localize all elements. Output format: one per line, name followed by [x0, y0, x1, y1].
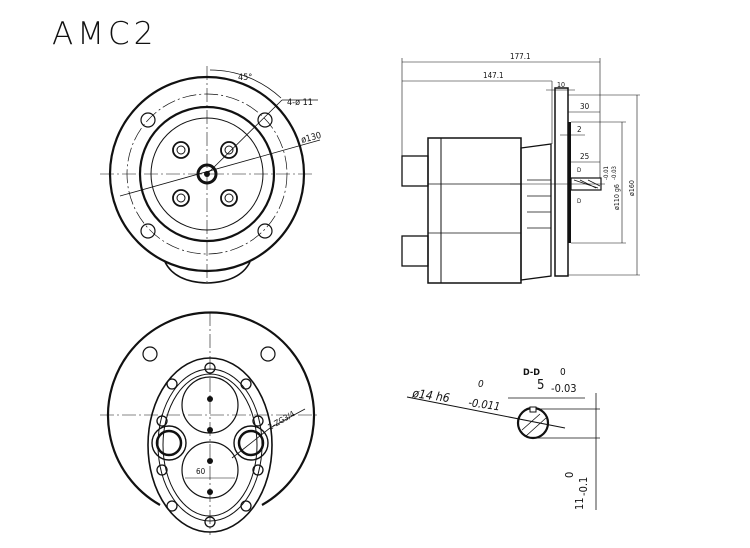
- overall-length-label: 177.1: [510, 52, 531, 61]
- height-tol-upper: 0: [563, 472, 576, 478]
- shaft-length-label: 30: [580, 102, 590, 111]
- section-mark-top: D: [577, 167, 581, 174]
- key-height-label: 11: [573, 497, 586, 510]
- port-label: 2-ZG3/4: [267, 409, 297, 432]
- shaft-diameter-label: ø14 h6: [411, 386, 451, 405]
- gear-lower: [181, 441, 239, 499]
- motor-body-outline: [164, 261, 251, 284]
- adapter: [520, 143, 552, 281]
- pilot-diameter-label: ø110 g6: [613, 184, 621, 210]
- pilot-tol-lower: -0.03: [611, 166, 618, 180]
- key-length-label: 25: [580, 152, 589, 161]
- key-tol-lower: -0.03: [551, 382, 577, 395]
- mounting-holes: [140, 112, 273, 239]
- drawing-title: AMC2: [52, 16, 158, 52]
- ports: [151, 425, 269, 461]
- section-view: D-D ø14 h6 0 -0.011 5 0 -0.03 11 0 -0.1: [406, 367, 600, 510]
- shaft-tol-upper: 0: [478, 379, 484, 390]
- height-tol-lower: -0.1: [577, 477, 590, 496]
- body-length-label: 147.1: [483, 71, 504, 80]
- side-view: 177.1 147.1 10 30 2 25 D D ø110 g6 -0.01…: [401, 52, 640, 284]
- hole-label: 4-ø 11: [287, 98, 313, 108]
- bolt-circle-label: ø130: [300, 131, 322, 146]
- angle-label: 45°: [238, 73, 252, 83]
- pilot-tol-upper: -0.01: [603, 166, 610, 180]
- flange-plate: [554, 87, 569, 277]
- pilot-depth-label: 2: [577, 125, 582, 134]
- motor-body: [427, 137, 522, 284]
- angle-arc: [209, 69, 282, 99]
- key-width-label: 5: [537, 378, 544, 393]
- center-distance-label: 60: [196, 467, 206, 476]
- screw-holes: [172, 141, 238, 207]
- section-title: D-D: [523, 368, 540, 378]
- rear-view: 2-ZG3/4 60: [100, 311, 320, 535]
- section-mark-bottom: D: [577, 198, 581, 205]
- flange-thickness-label: 10: [557, 81, 565, 89]
- pump-housing-outer: [147, 357, 273, 533]
- front-view: 45° 4-ø 11 ø130: [100, 66, 322, 284]
- flange-diameter-label: ø160: [628, 180, 636, 196]
- key-tol-upper: 0: [560, 367, 566, 378]
- dia-130-leader: [119, 139, 321, 197]
- housing-bolts: [156, 362, 264, 528]
- rear-flange-outline: [106, 311, 316, 506]
- shaft-tol-lower: -0.011: [468, 396, 501, 413]
